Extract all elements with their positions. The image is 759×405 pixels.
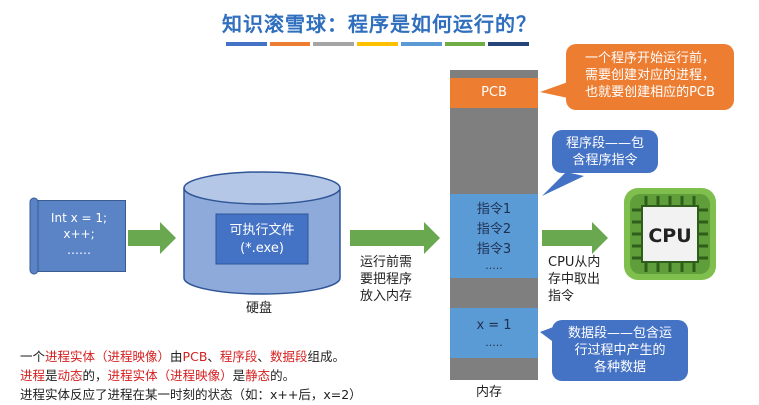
scroll-roll: [29, 197, 39, 275]
memory-pcb: PCB: [450, 78, 538, 108]
arrow-disk-to-memory: [350, 222, 440, 254]
title-bar-segment: [444, 42, 486, 46]
arrow-code-to-disk: [128, 222, 176, 254]
instruction: .....: [485, 259, 503, 272]
callout-program-segment: 程序段——包 含程序指令: [552, 130, 658, 173]
instruction: 指令2: [476, 222, 512, 237]
title-bar-segment: [313, 42, 355, 46]
callout-pcb-tail: [540, 82, 568, 98]
code-line: ……: [67, 243, 91, 257]
cpu-fetch-description: CPU从内 存中取出 指令: [548, 255, 601, 304]
cpu-chip-label: CPU: [648, 225, 691, 247]
memory-bottom: [450, 358, 538, 380]
disk-label: 硬盘: [246, 301, 273, 316]
memory-data-segment: x = 1 .....: [450, 308, 538, 358]
title-bar-segment: [226, 42, 267, 46]
note-line-3: 进程实体反应了进程在某一时刻的状态（如：x++后，x=2）: [20, 387, 362, 402]
data-value: x = 1: [476, 318, 512, 333]
source-code-scroll: Int x = 1; x++; ……: [32, 200, 126, 272]
callout-pcb: 一个程序开始运行前， 需要创建对应的进程， 也就要创建相应的PCB: [566, 44, 734, 110]
title-bar-segment: [488, 42, 530, 46]
callout-data-segment: 数据段——包含运 行过程中产生的 各种数据: [552, 320, 688, 381]
memory-program-segment: 指令1 指令2 指令3 .....: [450, 194, 538, 278]
instruction: 指令1: [476, 202, 512, 217]
code-line: x++;: [63, 227, 95, 241]
note-line-2: 进程是动态的，进程实体（进程映像）是静态的。: [20, 368, 296, 383]
title-color-bar: [226, 42, 532, 46]
executable-file: 可执行文件 (*.exe): [229, 223, 295, 256]
title-bar-segment: [269, 42, 311, 46]
memory-label: 内存: [476, 385, 503, 400]
title-bar-segment: [400, 42, 442, 46]
page-title: 知识滚雪球：程序是如何运行的？: [222, 12, 537, 36]
memory-gap: [450, 278, 538, 308]
load-description: 运行前需 要把程序 放入内存: [360, 255, 413, 304]
data-value: .....: [485, 336, 503, 349]
cpu-icon: CPU: [624, 188, 716, 280]
title-bar-segment: [357, 42, 398, 46]
disk-icon: [183, 171, 341, 295]
memory-top: [450, 70, 538, 78]
arrow-memory-to-cpu: [542, 222, 608, 254]
note-line-1: 一个进程实体（进程映像）由PCB、程序段、数据段组成。: [20, 349, 345, 364]
memory-gap: [450, 108, 538, 194]
code-line: Int x = 1;: [50, 211, 108, 225]
callout-program-tail: [542, 172, 584, 196]
instruction: 指令3: [476, 242, 512, 257]
